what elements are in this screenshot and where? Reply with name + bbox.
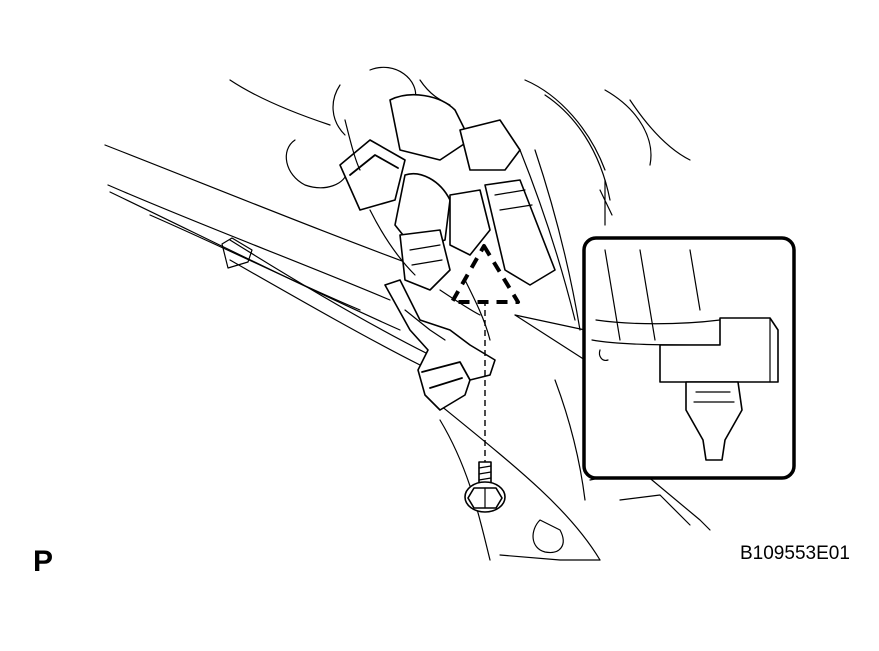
hex-flange-bolt-icon	[464, 461, 506, 513]
wire-harness	[339, 79, 556, 316]
mounting-bracket	[384, 279, 496, 411]
figure-code: B109553E01	[740, 543, 850, 564]
detail-inset	[582, 236, 796, 480]
callout-leader	[514, 314, 586, 361]
body-panel-lines	[104, 66, 711, 561]
view-label: P	[33, 545, 54, 578]
